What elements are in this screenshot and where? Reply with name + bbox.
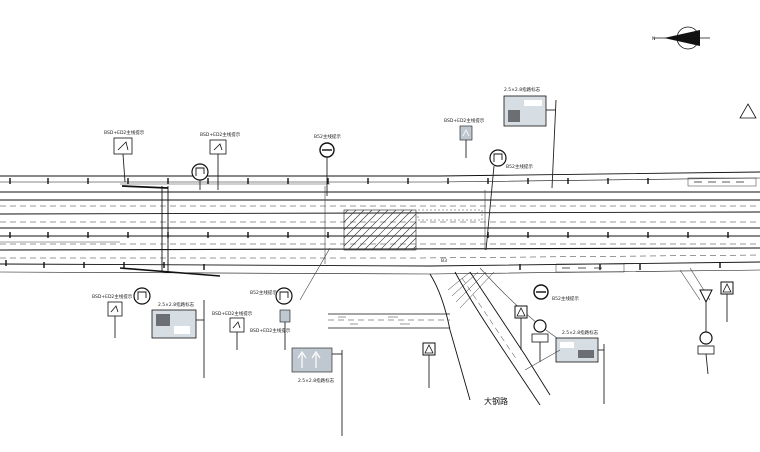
- branch-road: [429, 267, 561, 406]
- main-road: [0, 171, 760, 275]
- sign-board-bottom-right: 2.5×2.8指路标志: [524, 329, 605, 404]
- edge-posts: [5, 178, 729, 270]
- crosswalk-hatch: [343, 209, 483, 251]
- sign-label: 2.5×2.8指路标志: [562, 329, 599, 336]
- sign-top-right-1: BSD+ED2主线提示: [444, 117, 485, 158]
- sign-label: 2.5×2.8指路标志: [504, 86, 541, 93]
- compass-letter: N: [652, 36, 655, 42]
- sign-no-entry-top: B52主线提示: [314, 133, 341, 196]
- sign-no-entry-bottom: B52主线提示: [533, 284, 579, 302]
- sign-label: BSD+ED2主线提示: [200, 131, 241, 138]
- sign-board-bottom: 2.5×2.8指路标志: [291, 347, 343, 436]
- sign-label: 2.5×2.8指路标志: [158, 301, 195, 308]
- sign-uturn-top-right: B52主线提示: [485, 149, 533, 251]
- gantry: [161, 186, 486, 272]
- sign-board-bottom-left: 2.5×2.8指路标志: [151, 300, 205, 378]
- sign-board-top: 2.5×2.8指路标志: [503, 86, 557, 189]
- sign-top-left-2: BSD+ED2主线提示: [200, 131, 241, 190]
- north-arrow-icon: N: [652, 26, 710, 50]
- station-mark: B3: [441, 258, 447, 264]
- sign-uturn-bottom-mid: B52主线提示 BSD+ED2主线提示: [250, 287, 293, 350]
- sign-warning-mid: [514, 305, 528, 350]
- sign-label: BSD+ED2主线提示: [250, 327, 291, 334]
- road-name-label: 大钢路: [484, 396, 508, 406]
- lane-arrows-right: [555, 177, 757, 301]
- sign-label: BSD+ED2主线提示: [92, 293, 133, 300]
- sign-uturn-top: [191, 163, 209, 190]
- sign-label: B52主线提示: [250, 289, 277, 296]
- sign-label: BSD+ED2主线提示: [444, 117, 485, 124]
- sign-label: BSD+ED2主线提示: [104, 129, 145, 136]
- sign-bottom-left-1: BSD+ED2主线提示: [92, 293, 133, 338]
- sign-warning-lower: [422, 342, 436, 388]
- sign-right-cluster: [697, 103, 757, 375]
- sign-label: B52主线提示: [314, 133, 341, 140]
- sign-label: 2.5×2.8指路标志: [298, 377, 335, 384]
- sign-label: B52主线提示: [552, 295, 579, 302]
- sign-top-left-1: BSD+ED2主线提示: [104, 129, 145, 183]
- sign-label: BSD+ED2主线提示: [212, 310, 253, 317]
- sign-speed-stack: [531, 319, 549, 362]
- sign-uturn-bottom-left: [133, 287, 151, 305]
- sign-bottom-left-2: BSD+ED2主线提示: [212, 310, 253, 350]
- sign-label: B52主线提示: [506, 163, 533, 170]
